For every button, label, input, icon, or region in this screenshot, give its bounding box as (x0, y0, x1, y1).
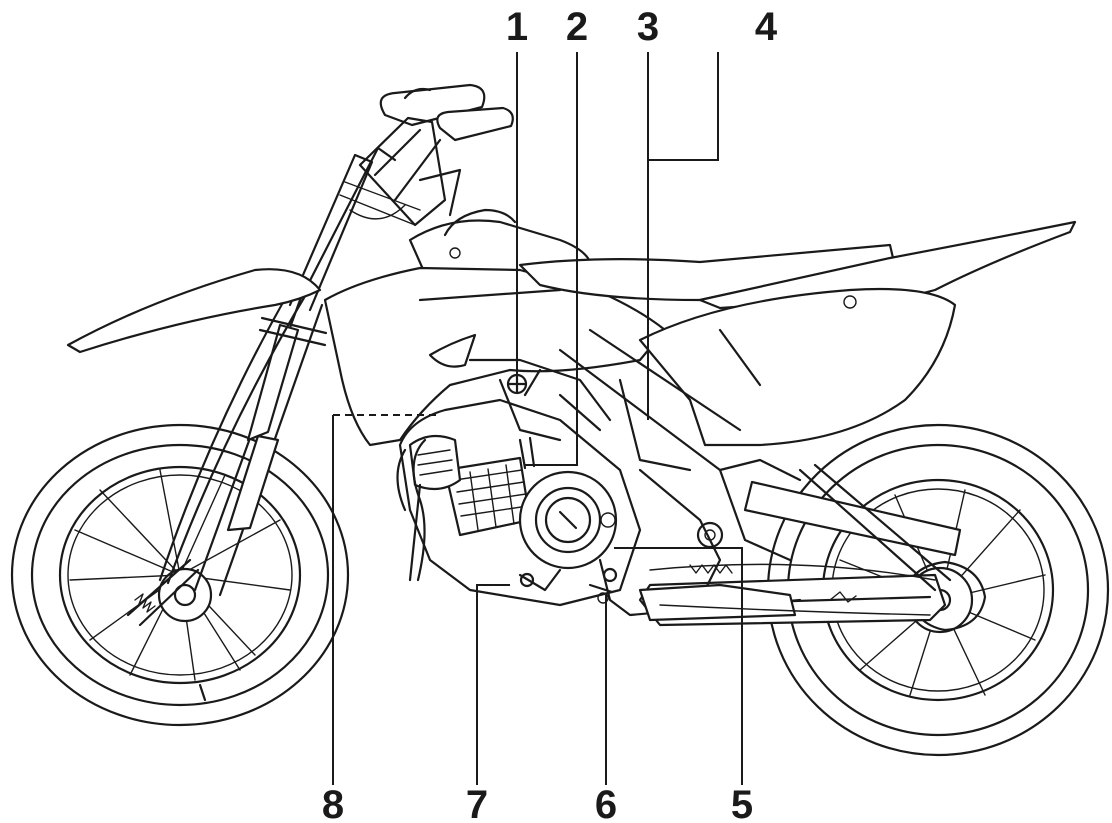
side-cover (638, 287, 957, 447)
crankcase-cover (518, 470, 618, 570)
leader-2 (525, 52, 578, 466)
callout-1: 1 (506, 5, 528, 49)
carburetor (408, 434, 462, 582)
leader-lines (332, 52, 743, 785)
shift-lever (518, 568, 562, 592)
callout-6: 6 (595, 783, 617, 823)
footpeg (638, 521, 797, 622)
leader-5 (614, 547, 743, 785)
callout-labels: 1 2 3 4 5 6 7 8 (322, 5, 778, 823)
exhaust (396, 438, 427, 582)
front-fender (66, 268, 322, 354)
radiator-shroud (323, 266, 667, 447)
callout-5: 5 (731, 783, 753, 823)
callout-3: 3 (637, 5, 659, 49)
callout-7: 7 (466, 783, 488, 823)
handlebars (349, 83, 514, 227)
callout-2: 2 (566, 5, 588, 49)
leader-3-4 (647, 52, 719, 420)
cylinder-head (443, 436, 536, 537)
callout-8: 8 (322, 783, 344, 823)
leader-7 (476, 584, 510, 785)
chain (649, 563, 936, 616)
front-wheel (10, 423, 350, 727)
callout-4: 4 (755, 5, 778, 49)
